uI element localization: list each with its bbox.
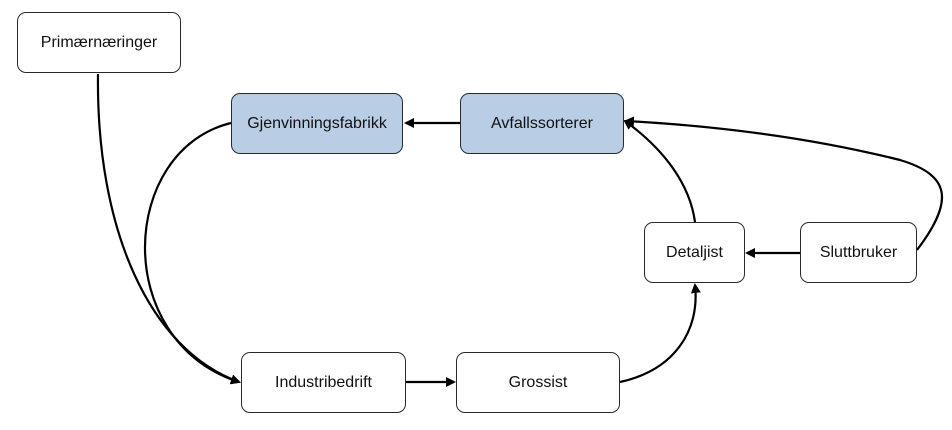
node-label: Primærnæringer [40,33,158,51]
node-detaljist: Detaljist [644,222,745,283]
node-label: Grossist [508,373,568,391]
arrow-detaljist-to-avfall [623,119,697,223]
arrow-sluttbruker-to-avfall [624,116,944,251]
arrow-grossist-to-detaljist [619,283,701,384]
node-label: Industribedrift [275,373,372,391]
node-avfallssorterer: Avfallssorterer [460,93,624,154]
node-sluttbruker: Sluttbruker [800,222,917,283]
node-grossist: Grossist [456,352,620,413]
node-label: Gjenvinningsfabrikk [247,114,387,132]
arrow-primaer-to-industri [96,73,241,384]
node-label: Avfallssorterer [491,114,593,132]
node-gjenvinningsfabrikk: Gjenvinningsfabrikk [231,93,403,154]
node-label: Sluttbruker [819,243,898,261]
node-industribedrift: Industribedrift [241,352,406,413]
node-label: Detaljist [666,243,723,261]
node-primaernaeringer: Primærnæringer [17,12,181,73]
arrow-gjenvinning-to-industri [144,121,241,385]
